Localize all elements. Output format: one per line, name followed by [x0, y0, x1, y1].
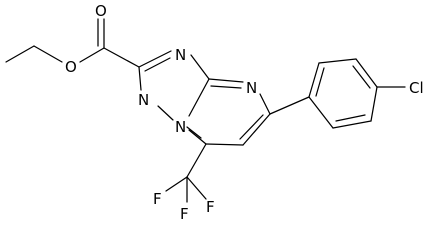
- bond-c7-n4: [188, 129, 207, 145]
- bond-c5-phenyl: [269, 96, 310, 115]
- bond-carbonyl-c2: [103, 47, 140, 68]
- bond-phenyl-4: [370, 86, 378, 122]
- atom-triazole-nitrogen-left: N: [138, 91, 149, 109]
- bond-ethyl-ch3-ch2: [5, 45, 35, 63]
- atom-pyrimidine-nitrogen: N: [246, 79, 257, 97]
- bond-c8a-n5: [208, 78, 244, 83]
- chemical-structure-diagram: O O N N N N Cl F F F: [5, 2, 424, 223]
- bond-phenyl-5: [332, 120, 372, 129]
- bond-c2-n1-inner: [144, 57, 171, 72]
- atom-chlorine: Cl: [409, 79, 424, 97]
- bond-cf3-f-right: [186, 176, 207, 200]
- atom-triazole-nitrogen-top: N: [175, 46, 186, 64]
- bond-phenyl-5-inner: [335, 114, 366, 122]
- bond-phenyl-1-inner: [315, 67, 325, 97]
- bond-phenyl-3-inner: [352, 65, 371, 89]
- bond-c2-n3: [138, 66, 142, 91]
- bond-c2-n1: [138, 50, 172, 68]
- atom-fluorine-middle: F: [180, 205, 189, 223]
- bond-phenyl-3: [355, 58, 378, 88]
- atom-carbonyl-oxygen: O: [95, 2, 107, 20]
- atom-bridgehead-nitrogen: N: [175, 118, 186, 136]
- bond-ethyl-ch2-o: [33, 45, 63, 63]
- bond-o-carbonyl-c: [79, 47, 105, 63]
- bond-c8a-n5-inner: [210, 85, 242, 89]
- bond-n3-n4: [157, 105, 174, 121]
- bond-n4-c8a: [188, 78, 210, 117]
- bonds: [5, 18, 406, 203]
- atom-fluorine-left: F: [153, 190, 162, 208]
- bond-c6-c7: [205, 143, 244, 146]
- bond-cf3-f-left: [165, 176, 188, 192]
- bond-c5-c6: [242, 113, 271, 146]
- bond-phenyl-2: [318, 58, 357, 64]
- bond-phenyl-1: [308, 62, 320, 98]
- bond-n5-c5: [259, 93, 271, 115]
- bond-c7-n4-inner: [186, 126, 202, 139]
- structure-canvas: O O N N N N Cl F F F: [5, 2, 424, 223]
- atom-ester-oxygen: O: [65, 58, 77, 76]
- atom-fluorine-right: F: [206, 198, 215, 216]
- atom-labels: O O N N N N Cl F F F: [65, 2, 424, 223]
- bond-phenyl-6: [308, 96, 334, 129]
- bond-c5-c6-inner: [239, 114, 264, 140]
- bond-c7-cf3: [186, 143, 207, 178]
- bond-n1-c8a: [190, 54, 210, 80]
